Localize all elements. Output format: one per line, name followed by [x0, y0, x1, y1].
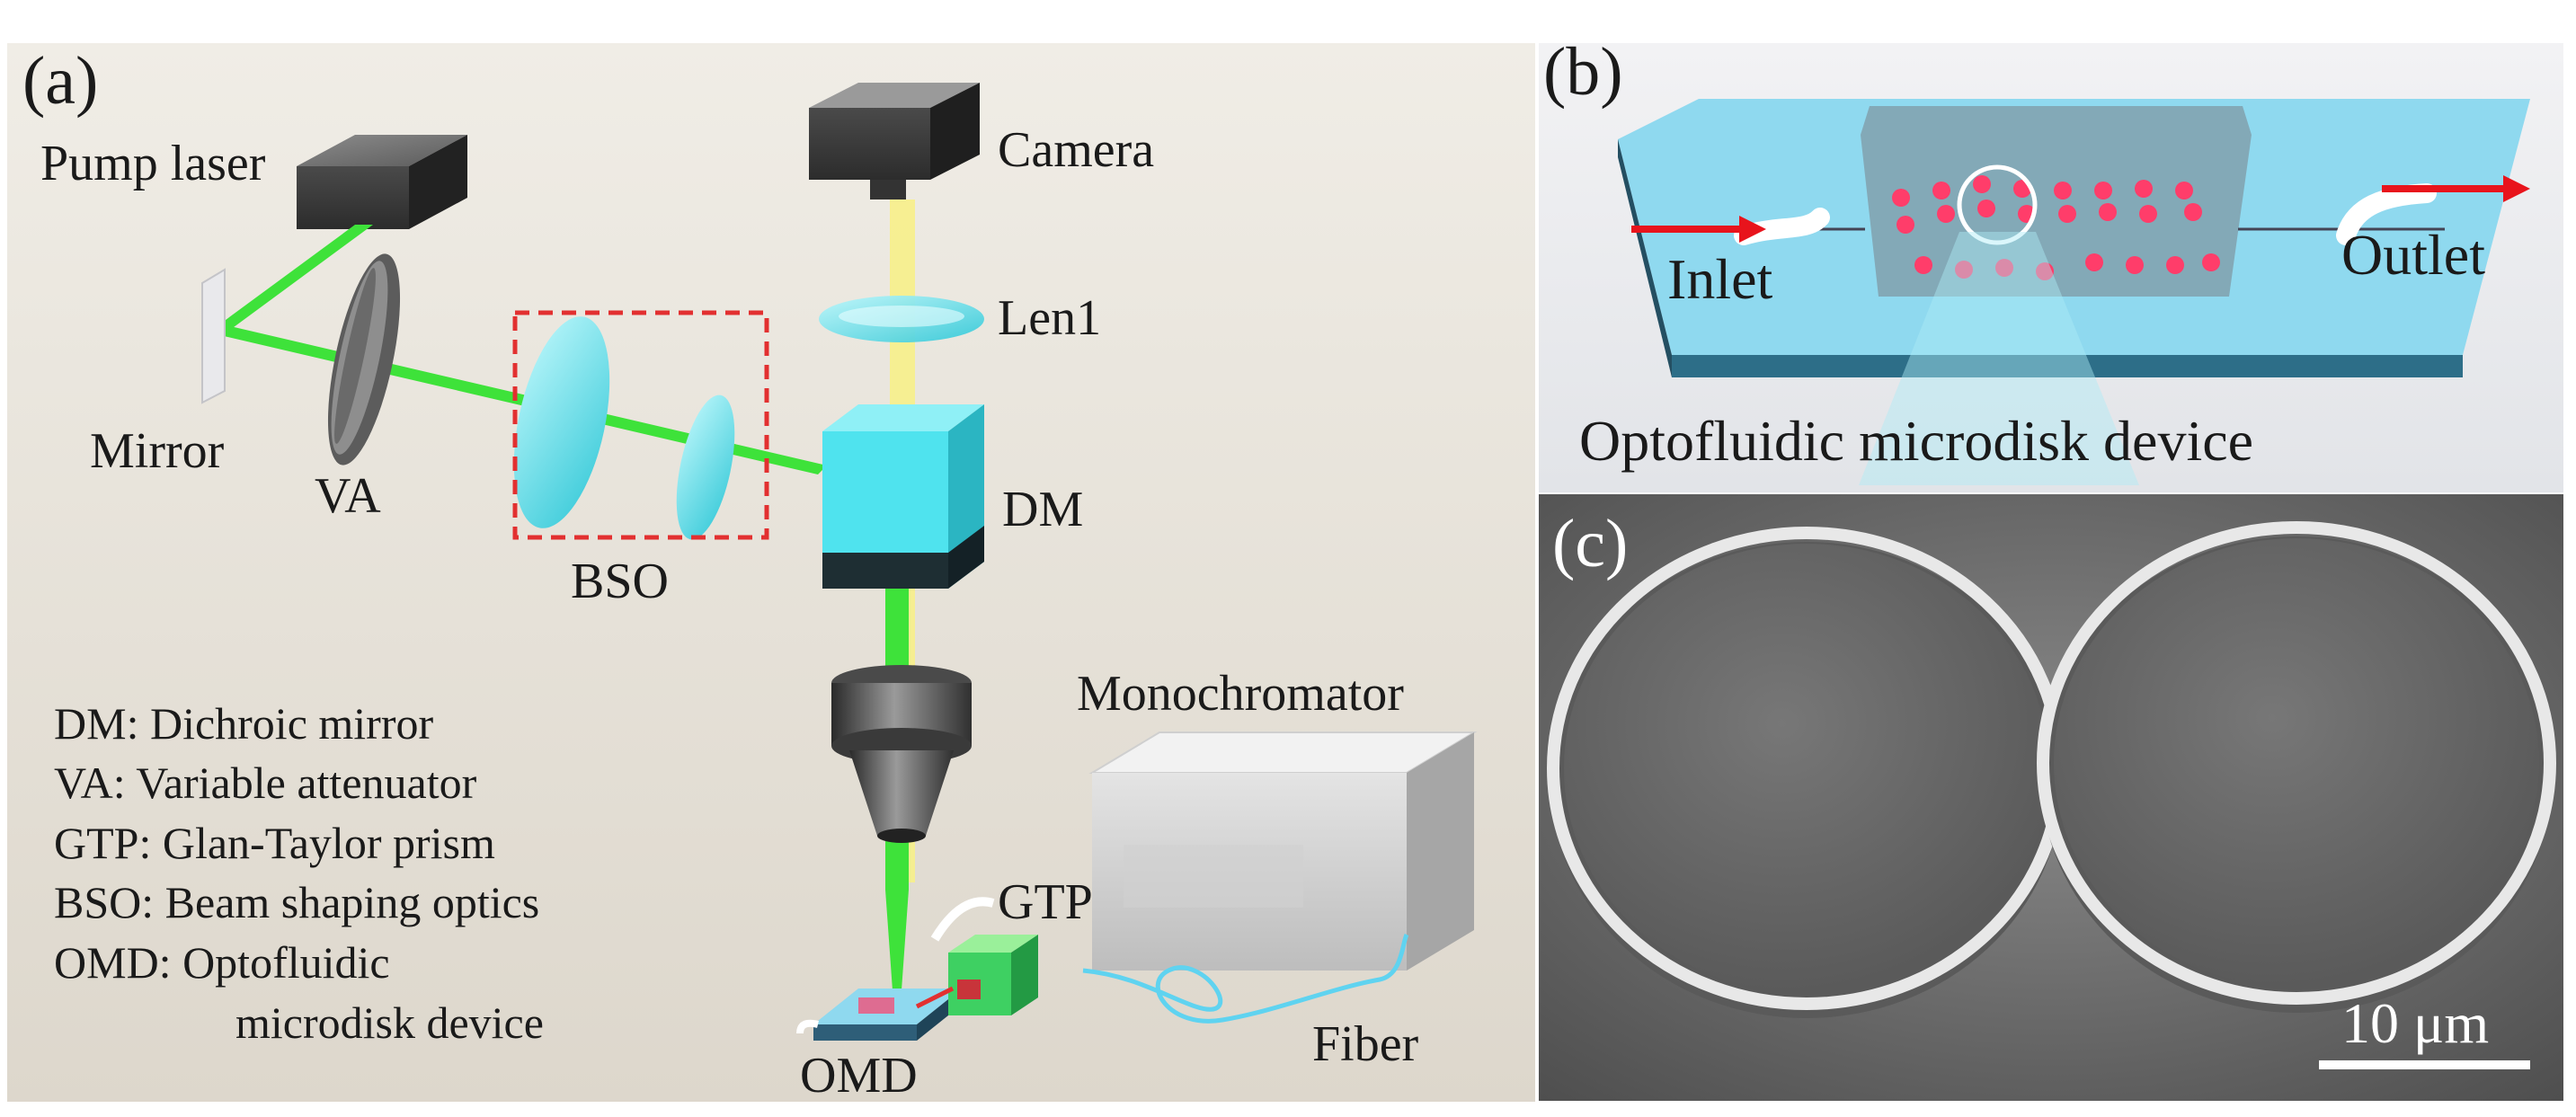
glan-taylor-prism: [915, 935, 1038, 1015]
scale-bar: [2319, 1060, 2530, 1069]
legend-item: microdisk device: [235, 997, 544, 1048]
variable-attenuator: [327, 253, 401, 465]
legend-item: DM: Dichroic mirror: [54, 698, 433, 749]
pump-laser-label: Pump laser: [40, 136, 266, 191]
inlet-label: Inlet: [1667, 247, 1773, 311]
dichroic-mirror-cube: [822, 404, 984, 589]
len1-label: Len1: [998, 290, 1101, 346]
panel-a-label: (a): [22, 43, 98, 119]
bso-dashed-box: [512, 310, 769, 540]
camera: [809, 83, 980, 199]
panel-b: (b) Inlet Outlet Optofluidic microdisk d…: [1539, 34, 2563, 492]
legend: DM: Dichroic mirror VA: Variable attenua…: [54, 698, 544, 1048]
inlet-arrow: [1631, 216, 1766, 243]
monochromator: [1088, 731, 1478, 971]
panel-a: (a) Pump laser Camera Len1 Mirror VA BSO…: [7, 43, 1535, 1104]
legend-item: BSO: Beam shaping optics: [54, 877, 539, 927]
legend-item: VA: Variable attenuator: [54, 758, 477, 808]
chip-caption: Optofluidic microdisk device: [1579, 409, 2253, 473]
panel-b-label: (b): [1543, 34, 1623, 110]
outlet-arrow: [2382, 175, 2530, 202]
panel-c: (c) 10 μm: [1539, 494, 2563, 1101]
magnifier-circle: [1859, 164, 2139, 485]
camera-label: Camera: [998, 122, 1154, 178]
outlet-label: Outlet: [2341, 223, 2485, 287]
bso-label: BSO: [571, 554, 669, 609]
fiber-label: Fiber: [1312, 1016, 1419, 1072]
microdisk-left: [1547, 527, 2066, 1018]
mirror: [201, 268, 226, 404]
scale-bar-label: 10 μm: [2341, 991, 2489, 1055]
objective-lens: [831, 665, 972, 843]
beam-shaping-optics: [512, 310, 769, 540]
gtp-label: GTP: [998, 874, 1093, 930]
microdisk-right: [2037, 521, 2556, 1013]
legend-item: OMD: Optofluidic: [54, 937, 390, 988]
dm-label: DM: [1002, 482, 1083, 537]
monochromator-label: Monochromator: [1077, 666, 1404, 722]
legend-item: GTP: Glan-Taylor prism: [54, 818, 495, 868]
outlet-tube: [2336, 183, 2437, 245]
microfluidic-chip: [1618, 99, 2530, 377]
len1-lens: [819, 296, 984, 342]
optical-fiber: [1082, 933, 1409, 1024]
pump-laser: [297, 135, 467, 229]
mirror-label: Mirror: [90, 423, 225, 479]
panel-c-label: (c): [1552, 506, 1628, 581]
omd-label: OMD: [800, 1048, 918, 1104]
va-label: VA: [315, 468, 381, 524]
